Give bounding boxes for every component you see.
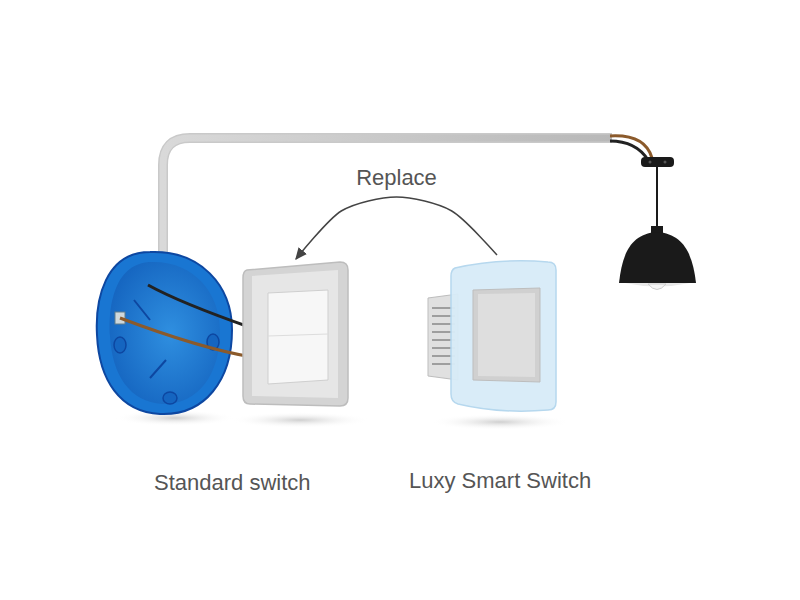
lamp-shade xyxy=(619,232,696,283)
lamp-cord xyxy=(656,167,658,228)
luxy-smart-switch xyxy=(428,261,556,411)
black-wire xyxy=(610,141,648,160)
switch-node: Luxy Smart Switch xyxy=(405,254,620,498)
switch-label: Luxy Smart Switch xyxy=(409,468,591,494)
standard-switch xyxy=(243,262,348,406)
switch-node: Standard switch xyxy=(150,258,350,500)
light-bulb xyxy=(648,284,666,290)
brown-wire xyxy=(120,318,252,357)
arrow-label: Replace xyxy=(350,165,443,191)
replace-arrow xyxy=(296,197,497,259)
ceiling-rose xyxy=(641,157,674,167)
switch-label: Standard switch xyxy=(154,470,311,496)
cable xyxy=(163,138,612,255)
cable xyxy=(163,138,612,255)
black-wire xyxy=(148,285,252,328)
